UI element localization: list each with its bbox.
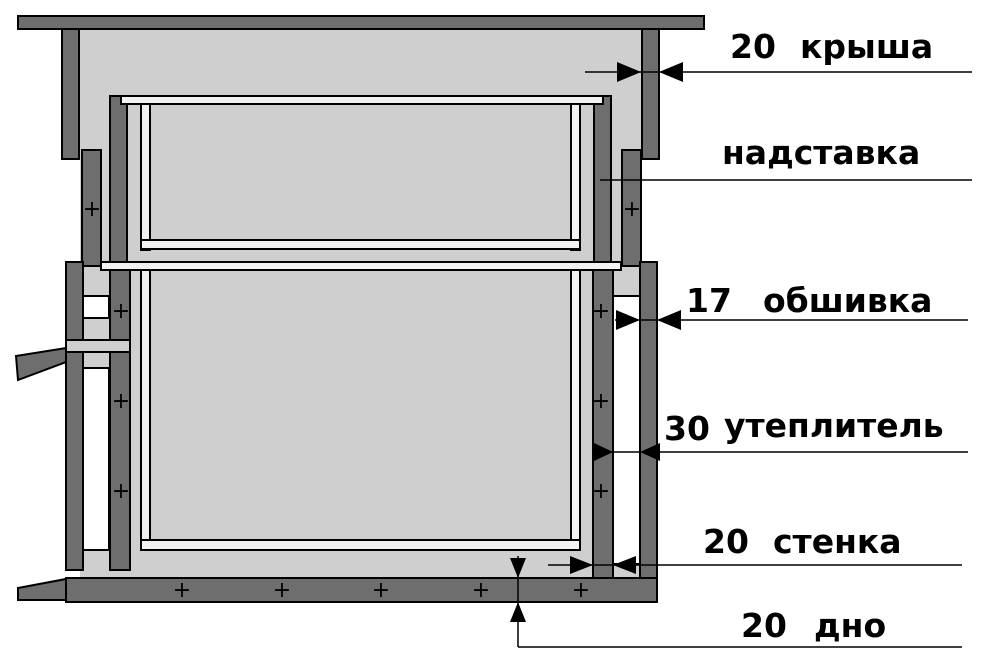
body-right-cladding	[639, 261, 658, 603]
super-label: надставка	[722, 133, 920, 172]
roof-left-skirt	[61, 28, 80, 160]
screw-mark: +	[623, 197, 641, 222]
screw-mark: +	[173, 578, 191, 603]
body-right-insulation	[612, 295, 641, 565]
insulation-arrow-right	[640, 443, 660, 461]
roof-board	[17, 15, 705, 30]
cladding-label: обшивка	[763, 281, 932, 320]
cladding-arrow-left	[616, 310, 640, 330]
screw-mark: +	[112, 299, 130, 324]
screw-mark: +	[572, 578, 590, 603]
screw-mark: +	[273, 578, 291, 603]
lower-frame-bottom-bar	[140, 539, 581, 551]
dimension-arrows	[510, 62, 683, 622]
cladding-arrow-right	[657, 310, 681, 330]
upper-frame-left-bar	[140, 103, 151, 251]
screw-mark: +	[592, 389, 610, 414]
upper-frame-bottom-bar	[140, 239, 581, 250]
insulation-arrow-left	[594, 443, 613, 461]
upper-frame-top-bar	[120, 95, 604, 105]
bottom-lip	[17, 577, 67, 601]
screw-mark: +	[112, 479, 130, 504]
screw-mark: +	[592, 479, 610, 504]
screw-mark: +	[472, 578, 490, 603]
screw-mark: +	[83, 197, 101, 222]
upper-frame-right-bar	[570, 103, 581, 251]
insulation-thickness-value: 30	[664, 409, 710, 448]
landing-board	[14, 346, 67, 382]
roof-thickness-value: 20	[730, 27, 776, 66]
roof-arrow-right	[659, 62, 683, 82]
super-right-cladding	[621, 149, 642, 267]
bottom-arrow-down	[510, 558, 526, 578]
screw-mark: +	[592, 299, 610, 324]
wall-thickness-value: 20	[703, 522, 749, 561]
bottom-board	[65, 577, 658, 603]
lower-frame-right-bar	[570, 269, 581, 551]
insulation-label: утеплитель	[724, 406, 944, 445]
lower-frame-left-bar	[140, 269, 151, 551]
screw-mark: +	[112, 389, 130, 414]
wall-label: стенка	[773, 522, 902, 561]
super-left-wall	[109, 95, 128, 263]
body-left-cladding-lower	[65, 351, 84, 571]
roof-arrow-left	[617, 62, 641, 82]
cladding-thickness-value: 17	[686, 281, 732, 320]
roof-label: крыша	[800, 27, 933, 66]
super-right-wall	[593, 95, 612, 263]
roof-right-skirt	[641, 28, 660, 160]
body-left-insulation-lower	[82, 367, 110, 551]
hive-interior	[80, 28, 642, 578]
bottom-arrow-up	[510, 602, 526, 622]
body-left-cladding-upper	[65, 261, 84, 341]
screw-mark: +	[372, 578, 390, 603]
super-left-cladding	[81, 149, 102, 267]
wall-arrow-left	[570, 556, 593, 574]
screw-marks: + + + + + + + + + + + + +	[83, 197, 641, 603]
bottom-label: дно	[814, 606, 886, 645]
lower-frame-top-bar	[100, 261, 622, 271]
body-left-insulation-upper	[82, 295, 110, 319]
entrance-shelf	[65, 339, 131, 353]
bottom-thickness-value: 20	[741, 606, 787, 645]
wall-arrow-right	[613, 556, 636, 574]
